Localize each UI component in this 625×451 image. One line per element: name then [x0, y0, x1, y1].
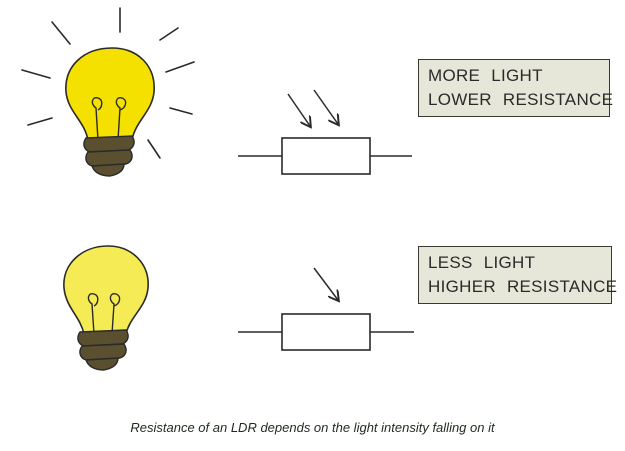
ldr-symbol-top [238, 137, 412, 175]
label-less-light: LESS LIGHT HIGHER RESISTANCE [418, 246, 618, 304]
light-ray-arrows-top [287, 89, 338, 126]
light-ray-arrow-bottom [313, 267, 338, 300]
glow-rays [21, 7, 195, 159]
bulb-base [83, 135, 135, 177]
bulb-glass [65, 47, 155, 141]
bulb-filament [87, 292, 121, 335]
label-line: LESS LIGHT [428, 253, 536, 272]
label-more-light: MORE LIGHT LOWER RESISTANCE [418, 59, 614, 117]
dim-bulb-icon [63, 245, 149, 371]
figure-caption: Resistance of an LDR depends on the ligh… [130, 420, 495, 435]
bulb-glass [63, 245, 149, 335]
ldr-symbol-bottom [238, 313, 414, 351]
label-line: MORE LIGHT [428, 66, 543, 85]
bulb-base [77, 329, 129, 371]
bulb-filament [91, 96, 127, 141]
label-line: HIGHER RESISTANCE [428, 277, 618, 296]
label-line: LOWER RESISTANCE [428, 90, 614, 109]
bright-bulb-icon [21, 7, 195, 177]
